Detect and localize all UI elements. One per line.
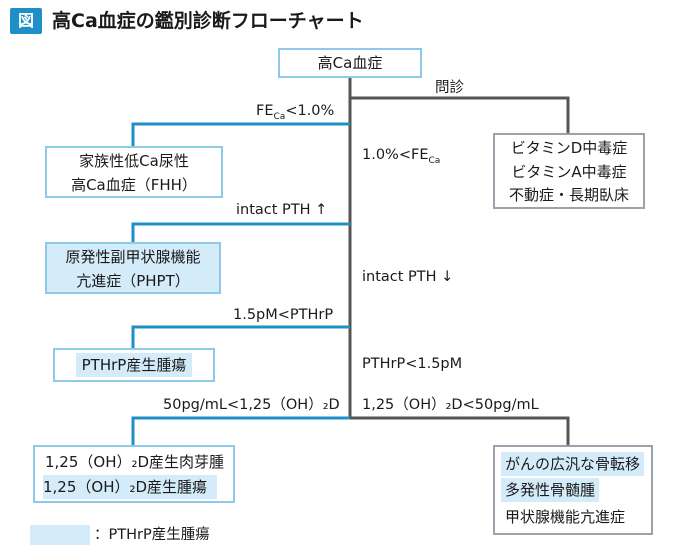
node-fhh-line2: 高Ca血症（FHH） (71, 176, 197, 194)
node-granuloma-line2: 1,25（OH）₂D産生腫瘍 (43, 475, 218, 499)
node-vitamin-intoxication: ビタミンD中毒症 ビタミンA中毒症 不動症・長期臥床 (493, 133, 645, 209)
node-calcitriol-producing: 1,25（OH）₂D産生肉芽腫 1,25（OH）₂D産生腫瘍 (33, 445, 235, 503)
node-bone-line1: がんの広汎な骨転移 (501, 452, 645, 476)
node-hypercalcemia: 高Ca血症 (278, 48, 422, 78)
node-fhh-line1: 家族性低Ca尿性 (79, 152, 189, 170)
node-phpt: 原発性副甲状腺機能 亢進症（PHPT） (45, 242, 221, 294)
edge-label-pthrp-low: PTHrP<1.5pM (362, 356, 463, 372)
node-hypercalcemia-label: 高Ca血症 (317, 54, 383, 72)
node-vitd-line2: ビタミンA中毒症 (511, 162, 627, 181)
node-phpt-line2: 亢進症（PHPT） (76, 272, 190, 290)
branch-fe (131, 122, 350, 147)
branch-pthrp (131, 325, 350, 349)
figure-title: 高Ca血症の鑑別診断フローチャート (52, 10, 364, 32)
legend-text: ：PTHrP産生腫瘍 (94, 527, 210, 543)
branch-d-high (131, 416, 350, 446)
node-pthrp-tumor-label: PTHrP産生腫瘍 (75, 353, 193, 377)
node-pthrp-tumor: PTHrP産生腫瘍 (53, 348, 215, 382)
branch-pth (131, 222, 350, 243)
edge-label-interview: 問診 (435, 80, 464, 96)
branch-interview (350, 96, 570, 134)
node-vitd-line3: 不動症・長期臥床 (508, 186, 629, 204)
node-phpt-line1: 原発性副甲状腺機能 (65, 248, 201, 266)
figure-badge: 図 (10, 8, 42, 34)
edge-label-d-high: 50pg/mL<1,25（OH）₂D (163, 397, 340, 413)
node-bone-metastasis: がんの広汎な骨転移 多発性骨髄腫 甲状腺機能亢進症 (493, 445, 653, 535)
node-vitd-line1: ビタミンD中毒症 (510, 139, 628, 157)
node-bone-line3: 甲状腺機能亢進症 (505, 508, 626, 526)
edge-label-fe-low: FECa<1.0% (256, 103, 335, 122)
branch-d-low (350, 416, 570, 446)
node-fhh: 家族性低Ca尿性 高Ca血症（FHH） (45, 146, 223, 198)
edge-label-fe-high: 1.0%<FECa (362, 147, 441, 166)
edge-label-d-low: 1,25（OH）₂D<50pg/mL (362, 397, 539, 413)
edge-label-pthrp-high: 1.5pM<PTHrP (233, 307, 334, 323)
legend-swatch (30, 525, 90, 545)
node-granuloma-line1: 1,25（OH）₂D産生肉芽腫 (45, 453, 225, 471)
node-bone-line2: 多発性骨髄腫 (501, 478, 600, 502)
edge-label-pth-up: intact PTH ↑ (236, 202, 328, 218)
edge-label-pth-down: intact PTH ↓ (362, 269, 454, 285)
